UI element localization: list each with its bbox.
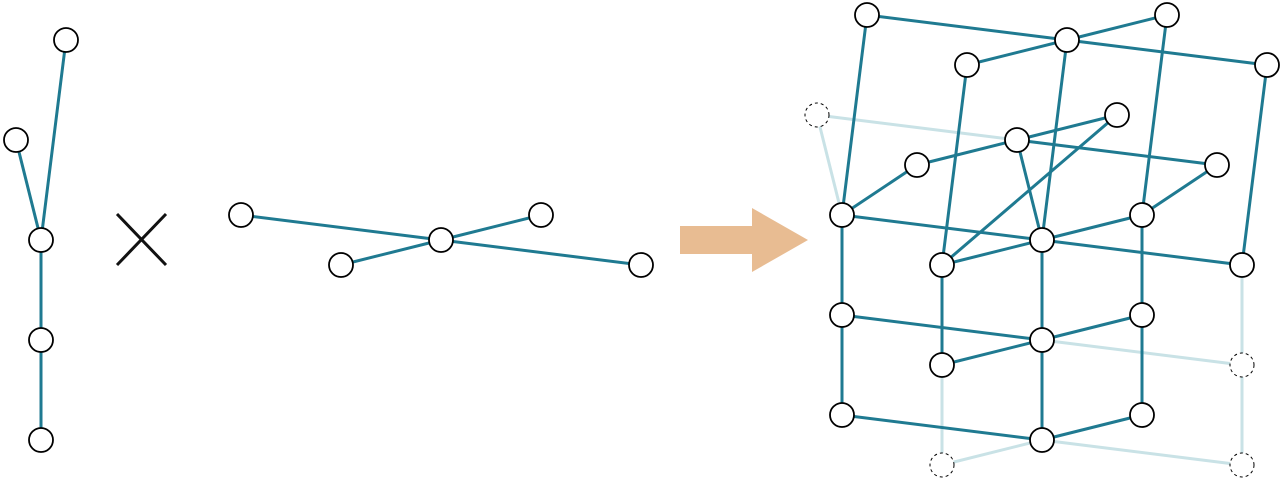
product-node — [1129, 402, 1155, 428]
product-node — [1129, 202, 1155, 228]
graph-b-edge — [439, 213, 543, 242]
faded-node — [929, 452, 955, 478]
product-edge — [940, 238, 1044, 267]
edges — [14, 13, 1269, 442]
product-node — [929, 352, 955, 378]
product-edge — [1040, 413, 1144, 442]
product-edge — [1015, 138, 1219, 167]
product-node — [829, 402, 855, 428]
graph-b-edge — [339, 238, 443, 267]
product-edge — [840, 413, 1044, 442]
times-stroke — [115, 212, 168, 267]
times-icon — [115, 212, 168, 267]
product-node — [1154, 2, 1180, 28]
product-edge — [1065, 13, 1169, 42]
product-node — [1129, 302, 1155, 328]
faded-edge — [1040, 438, 1244, 467]
product-node — [904, 152, 930, 178]
product-node — [1029, 427, 1055, 453]
faded-edges — [815, 113, 1244, 467]
product-node — [829, 302, 855, 328]
faded-edge — [940, 438, 1044, 467]
product-edge — [840, 213, 1044, 242]
product-node — [1229, 252, 1255, 278]
product-edge — [865, 13, 1069, 42]
product-node — [1204, 152, 1230, 178]
product-edge — [1140, 163, 1219, 217]
graph-b-node — [228, 202, 254, 228]
faded-node — [1229, 452, 1255, 478]
product-edge — [965, 38, 1069, 67]
product-node — [1029, 327, 1055, 353]
graph-a-edge — [39, 38, 68, 242]
graph-b-edge — [239, 213, 443, 242]
product-edge — [940, 63, 969, 267]
graph-b-node — [628, 252, 654, 278]
product-node — [1254, 52, 1280, 78]
faded-node — [1229, 352, 1255, 378]
graph-a-node — [28, 427, 54, 453]
product-edge — [1065, 38, 1269, 67]
faded-edge — [815, 113, 1019, 142]
graph-b-node — [328, 252, 354, 278]
product-edge — [840, 13, 869, 217]
nodes — [3, 2, 1280, 478]
product-edge — [1015, 138, 1044, 242]
product-node — [929, 252, 955, 278]
product-node — [1054, 27, 1080, 53]
graph-a-node — [3, 127, 29, 153]
product-edge — [940, 338, 1044, 367]
product-edge — [1040, 213, 1144, 242]
product-edge — [840, 163, 919, 217]
graph-a-node — [28, 227, 54, 253]
product-node — [1029, 227, 1055, 253]
graph-b-edge — [439, 238, 643, 267]
product-node — [1004, 127, 1030, 153]
product-edge — [1040, 313, 1144, 342]
product-node — [854, 2, 880, 28]
graph-b-node — [528, 202, 554, 228]
graph-a-node — [28, 327, 54, 353]
product-node — [954, 52, 980, 78]
graph-a-node — [53, 27, 79, 53]
faded-edge — [815, 113, 844, 217]
product-edge — [1140, 13, 1169, 217]
graph-a-edge — [14, 138, 43, 242]
product-edge — [1240, 63, 1269, 267]
arrow-right-icon — [680, 208, 808, 272]
graph-b-node — [428, 227, 454, 253]
product-node — [829, 202, 855, 228]
product-edge — [1040, 38, 1069, 242]
product-edge — [1015, 113, 1119, 142]
product-edge — [915, 138, 1019, 167]
product-node — [1104, 102, 1130, 128]
faded-node — [804, 102, 830, 128]
